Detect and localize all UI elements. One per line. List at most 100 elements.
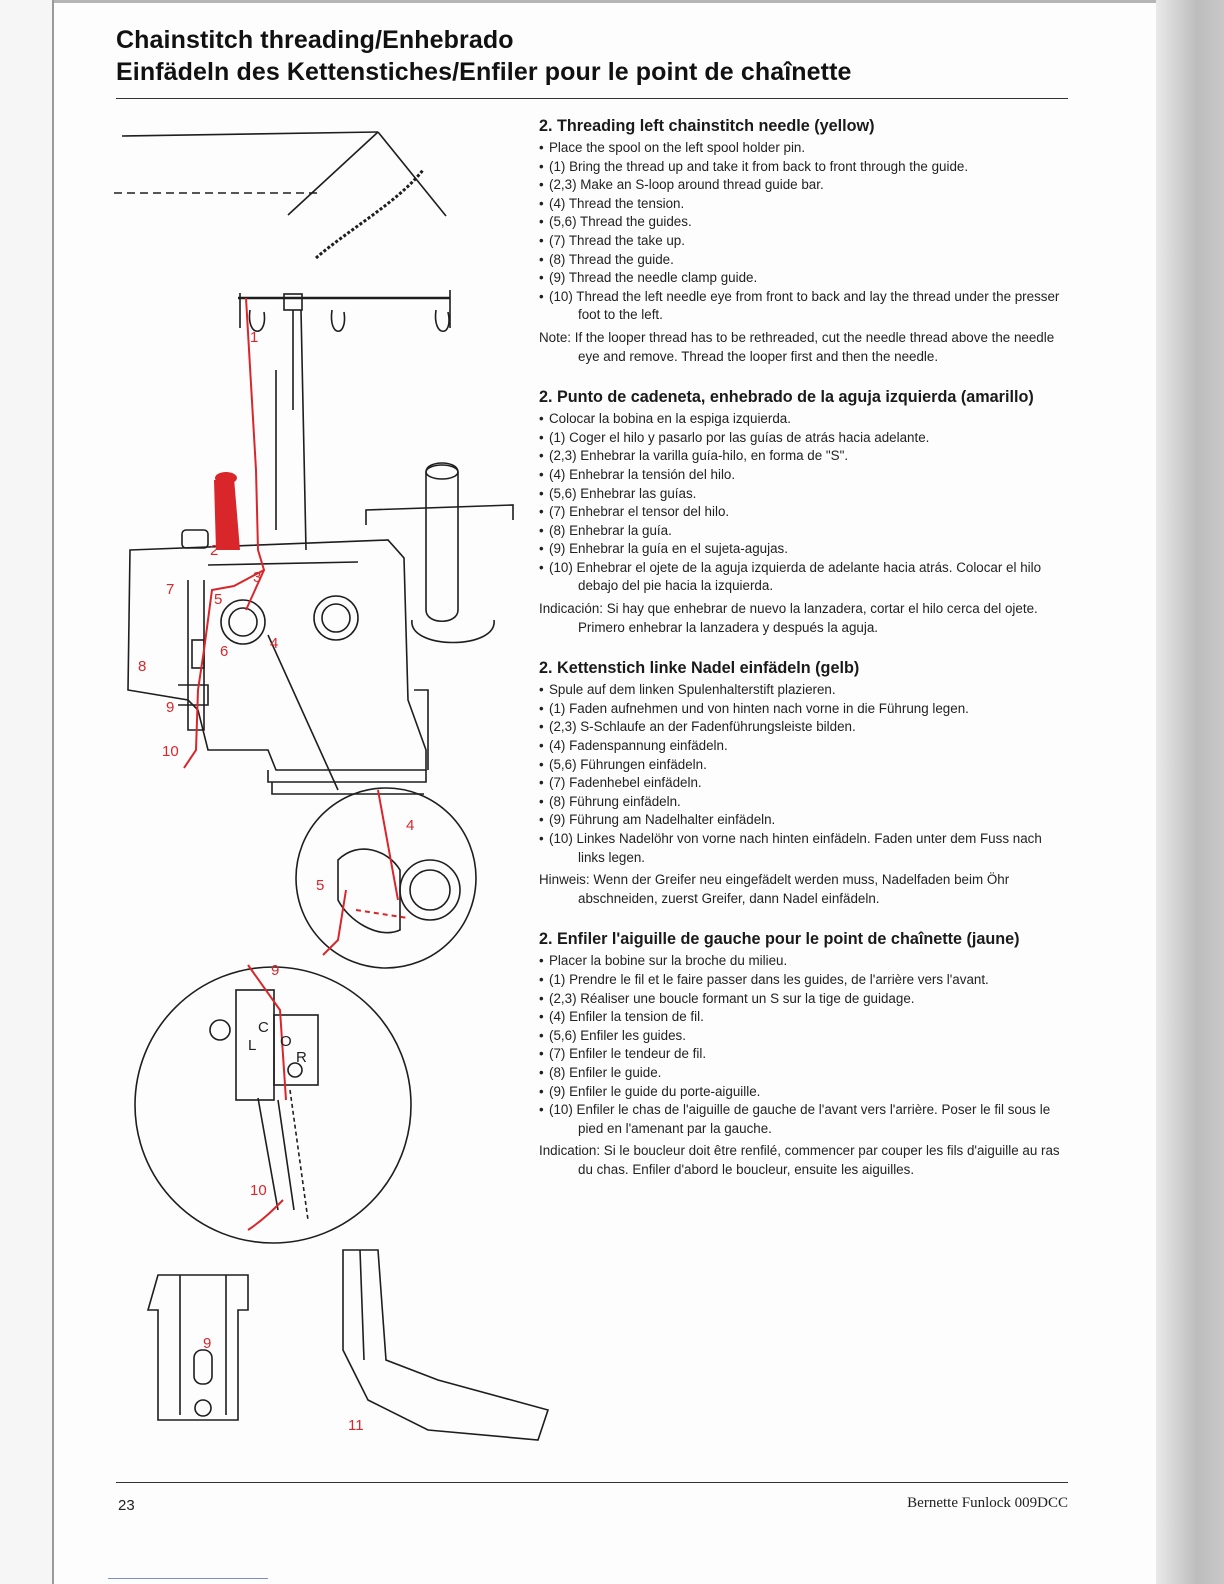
tension-dial-right-inner: [321, 603, 351, 633]
list-item: •Spule auf dem linken Spulenhalterstift …: [539, 682, 836, 698]
tension-dial-left: [220, 599, 266, 645]
list-item: •(2,3) S-Schlaufe an der Fadenführungsle…: [539, 719, 856, 735]
list-item: •(5,6) Enfiler les guides.: [539, 1027, 686, 1043]
guide-line: [377, 131, 447, 217]
callout-7: 7: [166, 581, 174, 598]
callout-5: 5: [214, 591, 222, 608]
red-spool-top: [215, 472, 237, 484]
machine-panel-line: [207, 561, 359, 566]
step-list: •Colocar la bobina en la espiga izquierd…: [539, 410, 1071, 596]
list-item: •(1) Coger el hilo y pasarlo por las guí…: [539, 429, 930, 445]
list-item: •(5,6) Enhebrar las guías.: [539, 485, 697, 501]
list-item: •(7) Fadenhebel einfädeln.: [539, 775, 702, 791]
callout-detail-5: 5: [316, 877, 324, 894]
guide-pole: [300, 309, 307, 551]
spool-stand-hub: [283, 293, 303, 311]
callout-10: 10: [162, 743, 179, 760]
machine-handle: [365, 504, 514, 525]
list-item: •(1) Prendre le fil et le faire passer d…: [539, 971, 989, 987]
header-rule: [116, 98, 1068, 99]
list-item: •(5,6) Führungen einfädeln.: [539, 756, 707, 772]
detail-screw: [209, 1019, 231, 1041]
step-list: •Place the spool on the left spool holde…: [539, 139, 1071, 325]
needle-label-r: R: [296, 1049, 307, 1066]
red-spool: [214, 478, 240, 550]
detail-screw: [287, 1062, 303, 1078]
callout-foot-11: 11: [348, 1417, 364, 1434]
list-item: •(7) Enfiler le tendeur de fil.: [539, 1046, 707, 1062]
bottom-underline: [108, 1578, 268, 1579]
callout-3: 3: [253, 569, 261, 586]
section-heading: 2. Enfiler l'aiguille de gauche pour le …: [539, 930, 1020, 949]
right-spool-base: [411, 619, 495, 644]
section-english: 2. Threading left chainstitch needle (ye…: [539, 115, 1071, 366]
section-note: Indicación: Si hay que enhebrar de nuevo…: [539, 601, 1038, 635]
list-item: •(4) Thread the tension.: [539, 195, 685, 211]
list-item: •(8) Führung einfädeln.: [539, 793, 681, 809]
detail-circle-needle: [134, 966, 412, 1244]
threading-illustration: 1 2 3 4 5 6 7 8 9 10 4 5 9 10 9 11 C L O…: [114, 131, 550, 1441]
list-item: •(7) Thread the take up.: [539, 232, 685, 248]
list-item: •(10) Thread the left needle eye from fr…: [539, 288, 1060, 323]
presser-foot-shank: [359, 1249, 365, 1361]
scan-left-margin: [0, 0, 54, 1584]
callout-1: 1: [250, 329, 258, 346]
detail-needle: [277, 1099, 295, 1211]
list-item: •(9) Enhebrar la guía en el sujeta-aguja…: [539, 541, 788, 557]
list-item: •(8) Enhebrar la guía.: [539, 522, 672, 538]
list-item: •(8) Thread the guide.: [539, 251, 674, 267]
detail-circle-tension: [295, 787, 477, 969]
callout-detail-4: 4: [406, 817, 414, 834]
step-list: •Placer la bobine sur la broche du milie…: [539, 952, 1071, 1138]
thread-path-red: [377, 789, 399, 901]
guide-line: [287, 131, 379, 216]
list-item: •(9) Führung am Nadelhalter einfädeln.: [539, 812, 776, 828]
section-heading: 2. Kettenstich linke Nadel einfädeln (ge…: [539, 659, 860, 678]
callout-6: 6: [220, 643, 228, 660]
list-item: •(10) Linkes Nadelöhr von vorne nach hin…: [539, 831, 1042, 865]
list-item: •Colocar la bobina en la espiga izquierd…: [539, 411, 791, 427]
scan-right-margin: [1156, 0, 1224, 1584]
presser-foot-front-view: [146, 1274, 249, 1421]
presser-foot-slot: [193, 1349, 213, 1385]
document-title: Bernette Funlock 009DCC: [907, 1495, 1068, 1511]
section-french: 2. Enfiler l'aiguille de gauche pour le …: [539, 928, 1071, 1179]
section-note: Indication: Si le boucleur doit être ren…: [539, 1143, 1060, 1177]
presser-foot-side-view: [342, 1249, 550, 1441]
presser-foot-screw: [194, 1399, 212, 1417]
needle-label-c: C: [258, 1019, 269, 1036]
thread-path-red: [245, 569, 265, 611]
callout-detail-9: 9: [271, 962, 279, 979]
list-item: •(9) Enfiler le guide du porte-aiguille.: [539, 1083, 761, 1099]
right-spool: [425, 462, 459, 623]
detail-needle-right: [289, 1089, 309, 1221]
detail-tension-dial-inner: [409, 869, 451, 911]
detail-guide-bracket: [337, 848, 401, 934]
page-title: Chainstitch threading/Enhebrado Einfädel…: [116, 24, 852, 88]
spool-hook: [330, 309, 346, 332]
section-heading: 2. Punto de cadeneta, enhebrado de la ag…: [539, 388, 1034, 407]
thread-path-red: [247, 1199, 284, 1231]
list-item: •(5,6) Thread the guides.: [539, 214, 692, 230]
section-note: Hinweis: Wenn der Greifer neu eingefädel…: [539, 872, 1010, 906]
section-note: Note: If the looper thread has to be ret…: [539, 329, 1055, 364]
guide-line: [121, 131, 379, 137]
spool-hook: [434, 309, 450, 332]
detail-pointer-line: [267, 634, 339, 791]
thread-path-red: [322, 889, 347, 956]
list-item: •(9) Thread the needle clamp guide.: [539, 270, 758, 286]
footer-rule: [116, 1482, 1068, 1483]
spring-thread: [315, 169, 425, 260]
instructions-column: 2. Threading left chainstitch needle (ye…: [539, 115, 1071, 1200]
list-item: •(8) Enfiler le guide.: [539, 1064, 662, 1080]
detail-needle-plate: [273, 1014, 319, 1086]
list-item: •(4) Fadenspannung einfädeln.: [539, 738, 728, 754]
machine-base: [267, 770, 427, 795]
list-item: •(1) Faden aufnehmen und von hinten nach…: [539, 700, 969, 716]
detail-needle-left: [257, 1097, 279, 1211]
list-item: •(10) Enfiler le chas de l'aiguille de g…: [539, 1102, 1051, 1136]
list-item: •(2,3) Réaliser une boucle formant un S …: [539, 990, 915, 1006]
list-item: •(10) Enhebrar el ojete de la aguja izqu…: [539, 559, 1042, 594]
list-item: •(4) Enfiler la tension de fil.: [539, 1009, 704, 1025]
